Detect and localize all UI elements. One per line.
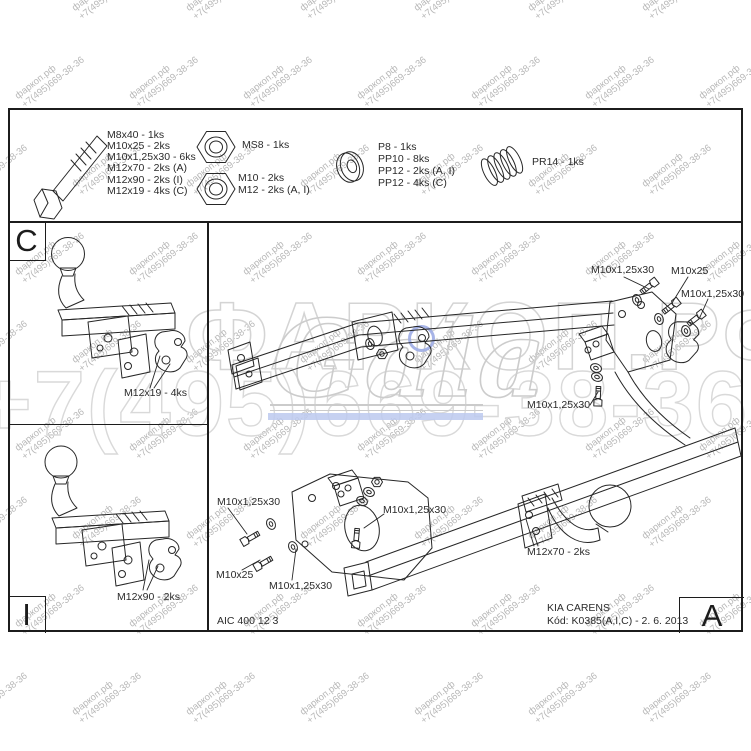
callout-top-mid: M10x25 (671, 265, 709, 277)
leader-lines (228, 277, 708, 580)
legend-bolt-line: M12x70 - 2ks (A) (107, 162, 187, 174)
callout-low-left-lower: M10x25 (216, 569, 254, 581)
legend-bolt-line: M10x25 - 2ks (107, 140, 171, 152)
callout-top-right: M10x1,25x30 (681, 288, 745, 300)
legend-washer-drawing (333, 148, 368, 185)
legend-nut-bottom: M12 - 2ks (A, I) (238, 184, 310, 196)
legend-bolt-line: M8x40 - 1ks (107, 129, 165, 141)
legend-nut-bottom: M10 - 2ks (238, 172, 285, 184)
legend-washer-line: PP12 - 4ks (C) (378, 177, 447, 189)
legend-spring-drawing (478, 144, 526, 187)
callout-ball-bolts: M12x70 - 2ks (527, 546, 591, 558)
legend-washer-line: P8 - 1ks (378, 141, 417, 153)
legend-bolt-line: M12x19 - 4ks (C) (107, 185, 188, 197)
legend-nut-top: MS8 - 1ks (242, 139, 290, 151)
callout-low-left-upper: M10x1,25x30 (217, 496, 281, 508)
legend-nut-bottom-drawing (197, 174, 235, 205)
legend-washer-line: PP10 - 8ks (378, 153, 430, 165)
main-upper-assembly (228, 276, 707, 445)
doc-number: AIC 400 12 3 (217, 615, 279, 627)
legend-bolt-drawing (34, 136, 107, 219)
legend-bolt-line: M12x90 - 2ks (I) (107, 174, 183, 186)
detail-i-drawing (45, 446, 182, 590)
detail-i-callout: M12x90 - 2ks (117, 591, 181, 603)
callout-mid-right: M10x1,25x30 (527, 399, 591, 411)
legend-washer-line: PP12 - 2ks (A, I) (378, 165, 456, 177)
callout-top-left: M10x1,25x30 (591, 264, 655, 276)
main-lower-assembly (239, 428, 741, 596)
detail-c-drawing (52, 238, 188, 389)
code-line: Kód: K0385(A,I,C) - 2. 6. 2013 (547, 615, 689, 627)
callout-low-mid: M10x1,25x30 (383, 504, 447, 516)
legend-spring-line: PR14 - 1ks (532, 156, 584, 168)
vehicle-name: KIA CARENS (547, 602, 611, 614)
callout-low-bottom: M10x1,25x30 (269, 580, 333, 592)
legend-nut-top-drawing (197, 132, 235, 163)
legend-bolt-line: M10x1,25x30 - 6ks (107, 151, 196, 163)
detail-c-callout: M12x19 - 4ks (124, 387, 188, 399)
